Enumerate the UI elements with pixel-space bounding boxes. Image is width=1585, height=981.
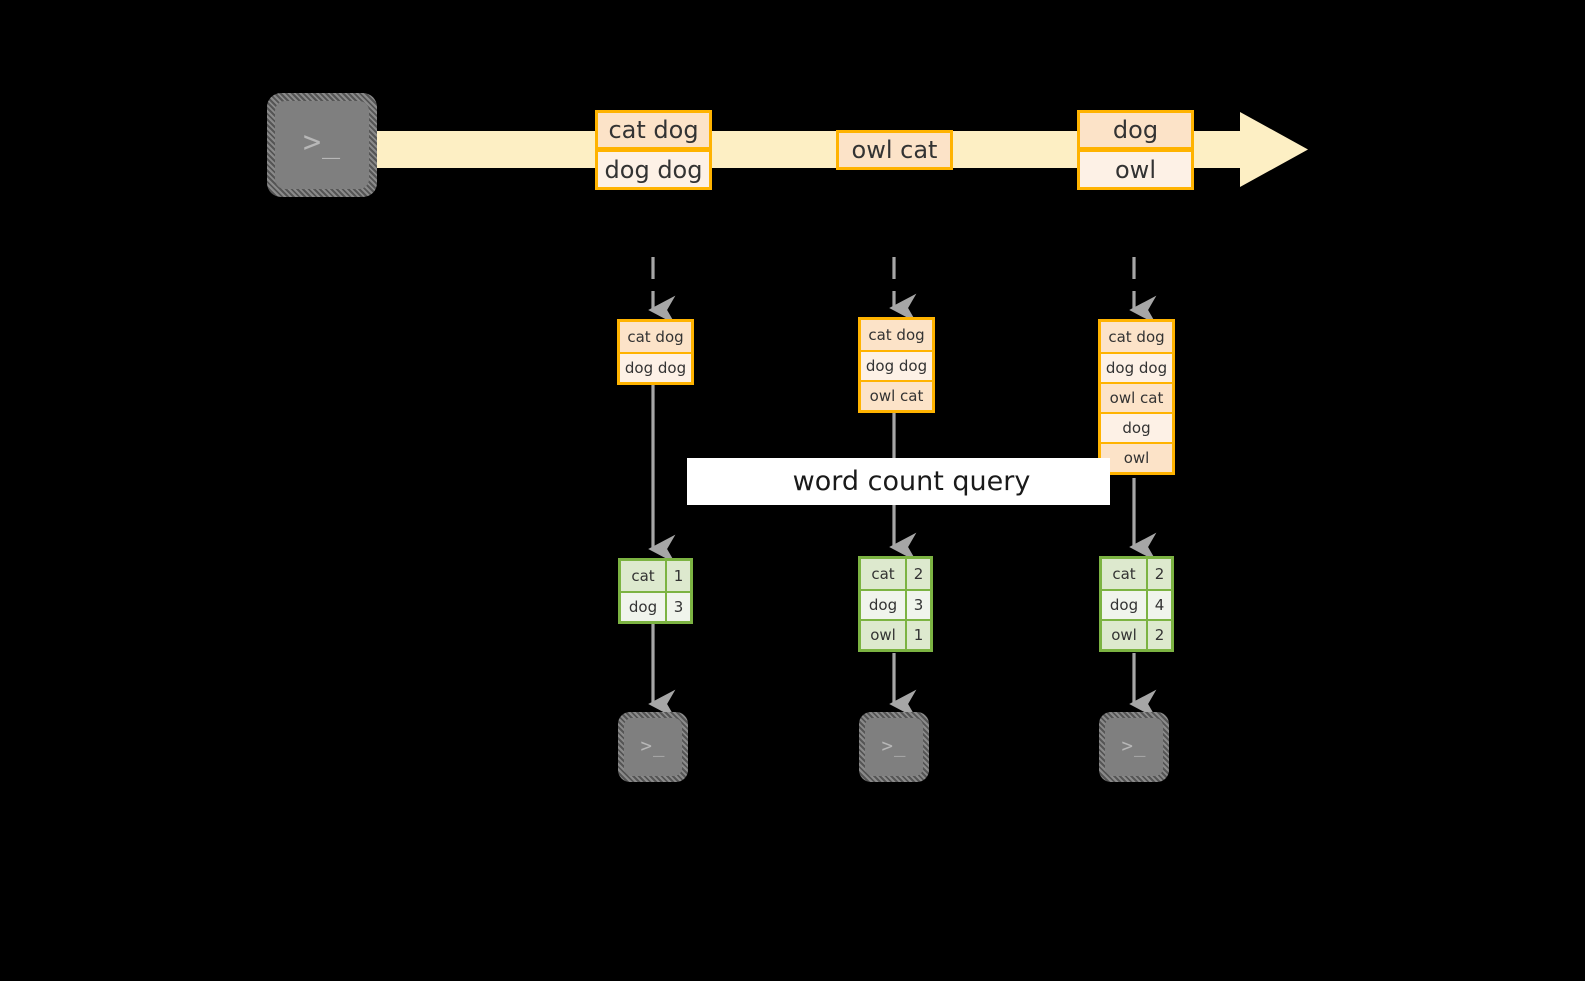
word-cell: dog bbox=[861, 591, 905, 619]
result-table-2: cat 2 dog 3 owl 1 bbox=[858, 556, 933, 652]
terminal-screen: >_ bbox=[624, 718, 682, 776]
stream-records-group-1: cat dog dog dog bbox=[595, 110, 712, 190]
terminal-screen: >_ bbox=[1105, 718, 1163, 776]
count-cell: 4 bbox=[1146, 591, 1171, 619]
query-label-band: word count query bbox=[687, 458, 1110, 505]
sink-terminal-1[interactable]: >_ bbox=[618, 712, 688, 782]
word-cell: cat bbox=[1102, 559, 1146, 589]
prompt-glyph: >_ bbox=[1121, 734, 1147, 757]
snapshot-row: cat dog bbox=[1101, 322, 1172, 352]
terminal-screen: >_ bbox=[275, 101, 369, 189]
prompt-glyph: >_ bbox=[640, 734, 666, 757]
prompt-glyph: >_ bbox=[302, 125, 342, 161]
snapshot-3: cat dog dog dog owl cat dog owl bbox=[1098, 319, 1175, 475]
count-cell: 2 bbox=[1146, 621, 1171, 649]
snapshot-row: owl cat bbox=[861, 380, 932, 410]
snapshot-row: cat dog bbox=[861, 320, 932, 350]
stream-record: owl bbox=[1077, 150, 1194, 190]
stream-record: cat dog bbox=[595, 110, 712, 150]
snapshot-row: owl cat bbox=[1101, 382, 1172, 412]
stream-record: dog bbox=[1077, 110, 1194, 150]
snapshot-row: owl bbox=[1101, 442, 1172, 472]
snapshot-row: dog dog bbox=[620, 352, 691, 382]
prompt-glyph: >_ bbox=[881, 734, 907, 757]
snapshot-row: dog bbox=[1101, 412, 1172, 442]
result-table-3: cat 2 dog 4 owl 2 bbox=[1099, 556, 1174, 652]
terminal-screen: >_ bbox=[865, 718, 923, 776]
table-row: dog 3 bbox=[861, 589, 930, 619]
stream-record: owl cat bbox=[836, 130, 953, 170]
word-cell: owl bbox=[1102, 621, 1146, 649]
table-row: cat 1 bbox=[621, 561, 690, 591]
word-cell: cat bbox=[861, 559, 905, 589]
count-cell: 3 bbox=[905, 591, 930, 619]
table-row: cat 2 bbox=[861, 559, 930, 589]
table-row: dog 4 bbox=[1102, 589, 1171, 619]
snapshot-row: dog dog bbox=[1101, 352, 1172, 382]
table-row: cat 2 bbox=[1102, 559, 1171, 589]
count-cell: 1 bbox=[905, 621, 930, 649]
count-cell: 3 bbox=[665, 593, 690, 621]
snapshot-row: cat dog bbox=[620, 322, 691, 352]
snapshot-row: dog dog bbox=[861, 350, 932, 380]
snapshot-2: cat dog dog dog owl cat bbox=[858, 317, 935, 413]
sink-terminal-3[interactable]: >_ bbox=[1099, 712, 1169, 782]
sink-terminal-2[interactable]: >_ bbox=[859, 712, 929, 782]
stream-record: dog dog bbox=[595, 150, 712, 190]
count-cell: 2 bbox=[1146, 559, 1171, 589]
word-cell: owl bbox=[861, 621, 905, 649]
stream-records-group-3: dog owl bbox=[1077, 110, 1194, 190]
page-title: word count query bbox=[792, 466, 1031, 497]
table-row: owl 1 bbox=[861, 619, 930, 649]
table-row: owl 2 bbox=[1102, 619, 1171, 649]
count-cell: 2 bbox=[905, 559, 930, 589]
source-terminal-icon[interactable]: >_ bbox=[267, 93, 377, 197]
table-row: dog 3 bbox=[621, 591, 690, 621]
count-cell: 1 bbox=[665, 561, 690, 591]
word-cell: cat bbox=[621, 561, 665, 591]
stream-records-group-2: owl cat bbox=[836, 130, 953, 170]
snapshot-1: cat dog dog dog bbox=[617, 319, 694, 385]
word-cell: dog bbox=[1102, 591, 1146, 619]
result-table-1: cat 1 dog 3 bbox=[618, 558, 693, 624]
word-cell: dog bbox=[621, 593, 665, 621]
